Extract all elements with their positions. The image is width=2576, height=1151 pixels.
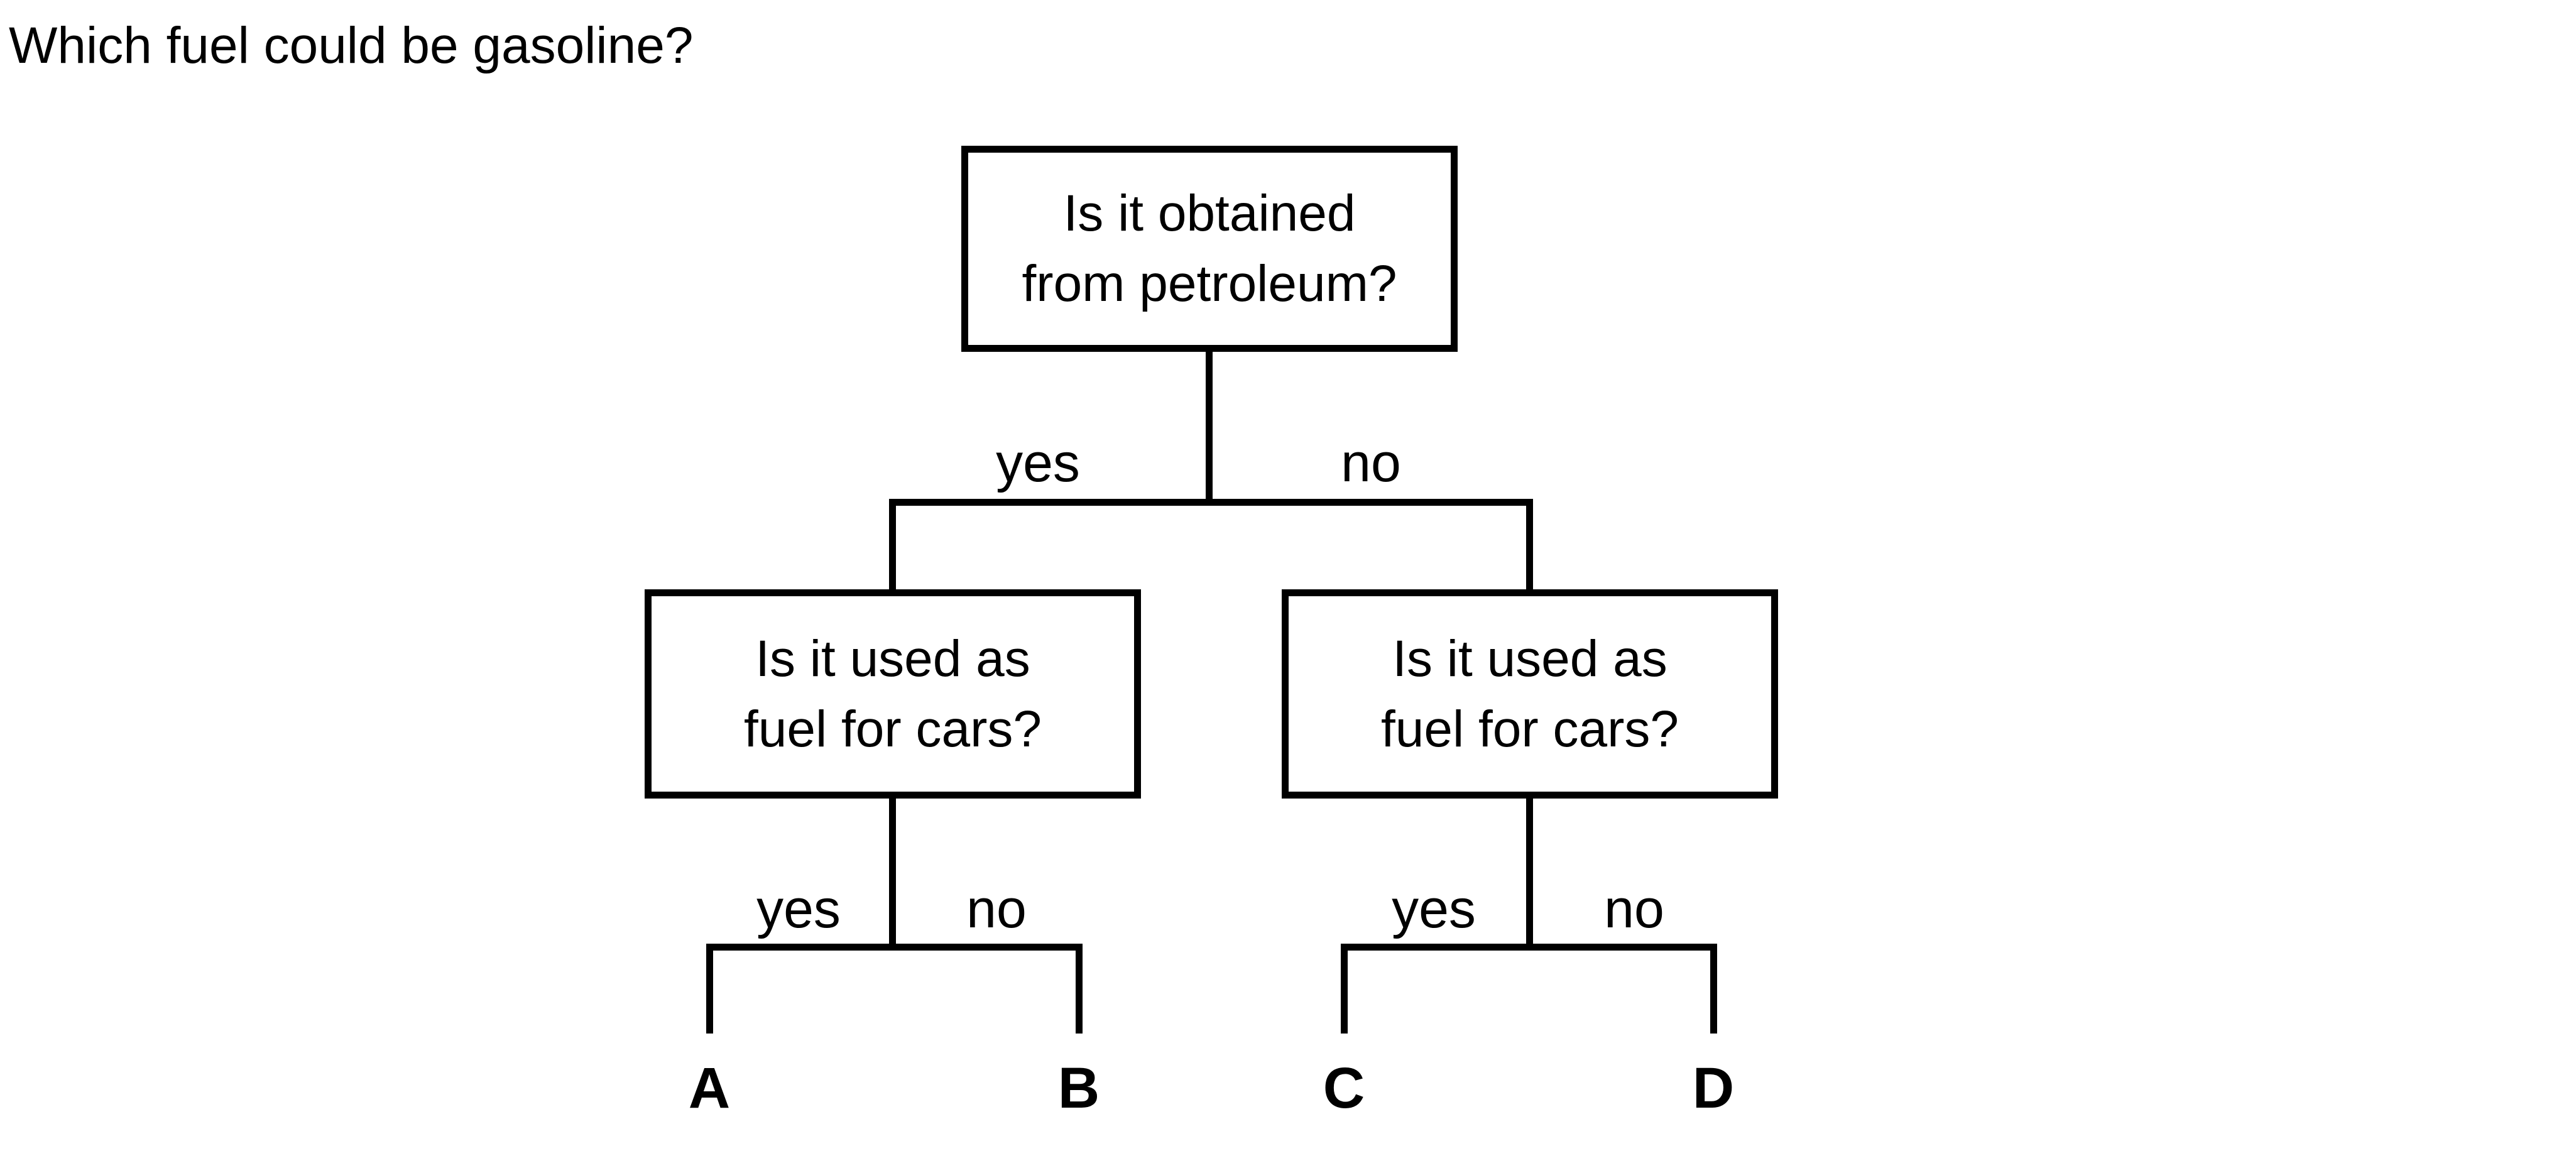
outcome-label-b: B bbox=[1057, 1056, 1100, 1120]
question-box-right: Is it used as fuel for cars? bbox=[1282, 589, 1778, 799]
question-box-left: Is it used as fuel for cars? bbox=[645, 589, 1141, 799]
question-box-root: Is it obtained from petroleum? bbox=[961, 146, 1458, 352]
question-left-line2: fuel for cars? bbox=[744, 700, 1042, 758]
connector-stub-a bbox=[706, 944, 713, 1034]
question-left-line1: Is it used as bbox=[755, 630, 1030, 687]
question-right-line1: Is it used as bbox=[1392, 630, 1667, 687]
connector-stub-b bbox=[1076, 944, 1083, 1034]
branch-line-right bbox=[1341, 944, 1717, 951]
question-right-line2: fuel for cars? bbox=[1381, 700, 1679, 758]
branch-label-right-no: no bbox=[1604, 879, 1664, 939]
branch-label-root-yes: yes bbox=[996, 433, 1080, 493]
connector-stub-c bbox=[1341, 944, 1348, 1034]
outcome-label-a: A bbox=[688, 1056, 731, 1120]
connector-drop-root-no bbox=[1526, 499, 1533, 593]
branch-label-root-no: no bbox=[1341, 433, 1401, 493]
branch-label-left-yes: yes bbox=[756, 879, 841, 939]
branch-line-left bbox=[706, 944, 1083, 951]
branch-label-right-yes: yes bbox=[1392, 879, 1476, 939]
connector-left-stem bbox=[889, 795, 896, 947]
outcome-label-c: C bbox=[1323, 1056, 1365, 1120]
connector-right-stem bbox=[1526, 795, 1533, 947]
branch-line-root bbox=[889, 499, 1533, 506]
connector-drop-root-yes bbox=[889, 499, 896, 593]
question-root-line2: from petroleum? bbox=[1022, 255, 1397, 312]
branch-label-left-no: no bbox=[966, 879, 1027, 939]
outcome-label-d: D bbox=[1692, 1056, 1735, 1120]
page-title: Which fuel could be gasoline? bbox=[9, 17, 694, 74]
connector-stub-d bbox=[1710, 944, 1717, 1034]
question-root-line1: Is it obtained bbox=[1063, 185, 1356, 242]
connector-root-stem bbox=[1206, 349, 1213, 503]
